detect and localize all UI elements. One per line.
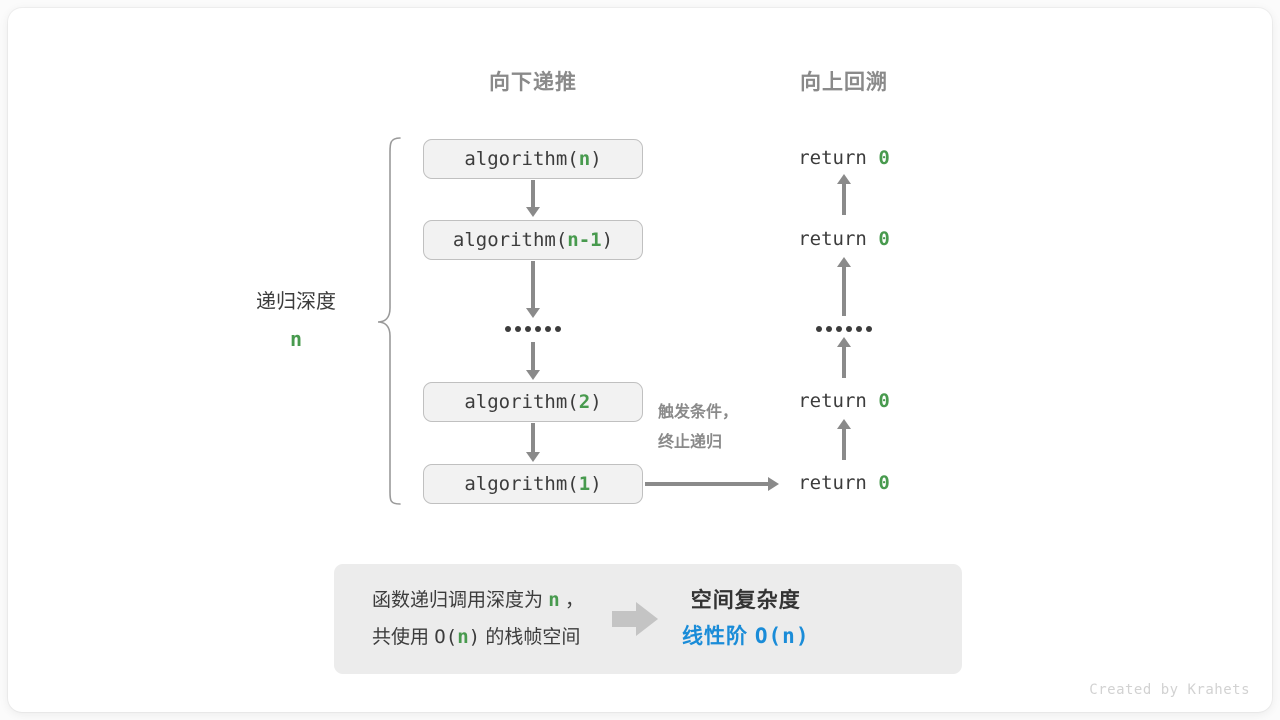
call-fn-name: algorithm( [452, 229, 568, 251]
return-keyword: return [798, 228, 867, 250]
arrow-base-case [645, 482, 769, 486]
return-label-1: return 0 [798, 228, 890, 250]
summary-line-2: 共使用 O(n) 的栈帧空间 [372, 619, 584, 656]
return-label-3: return 0 [798, 472, 890, 494]
return-value: 0 [878, 228, 890, 250]
arrow-up-2 [842, 346, 846, 378]
ellipsis-descend [505, 326, 561, 332]
arrow-up-0 [842, 183, 846, 215]
summary-line2-text-b: 的栈帧空间 [485, 627, 581, 648]
call-box-1[interactable]: algorithm(n-1) [423, 220, 643, 260]
complexity-value: 线性阶 O(n) [682, 619, 809, 655]
complexity-title: 空间复杂度 [690, 588, 801, 612]
summary-line1-text-b: ， [565, 589, 585, 611]
trigger-note-line2: 终止递归 [658, 434, 723, 452]
return-label-0: return 0 [798, 147, 890, 169]
summary-description: 函数递归调用深度为 n ， 共使用 O(n) 的栈帧空间 [372, 582, 584, 656]
summary-line2-paren: ) [468, 626, 481, 648]
call-fn-name: algorithm( [464, 148, 579, 170]
recursion-depth-brace [376, 136, 402, 511]
return-keyword: return [798, 390, 867, 412]
call-paren-close: ) [590, 391, 602, 413]
arrow-up-3 [842, 428, 846, 460]
call-box-3[interactable]: algorithm(1) [423, 464, 643, 504]
return-keyword: return [798, 147, 867, 169]
arrow-down-3 [531, 423, 535, 453]
arrow-down-0 [531, 180, 535, 208]
call-arg: n-1 [567, 229, 602, 251]
recursion-depth-value: n [289, 327, 303, 351]
summary-conclusion: 空间复杂度 线性阶 O(n) [682, 584, 809, 654]
call-paren-close: ) [601, 229, 614, 251]
call-box-0[interactable]: algorithm(n) [423, 139, 643, 179]
diagram-card: 向下递推 向上回溯 递归深度 n algorithm(n) algorithm(… [8, 8, 1272, 712]
call-paren-close: ) [590, 473, 602, 495]
summary-line1-text-a: 函数递归调用深度为 [372, 589, 544, 611]
block-right-arrow-icon [612, 602, 659, 636]
summary-line-1: 函数递归调用深度为 n ， [372, 582, 584, 619]
return-value: 0 [878, 390, 890, 412]
summary-line2-o: O( [434, 626, 458, 648]
summary-line1-n: n [548, 588, 560, 611]
curly-brace-icon [377, 137, 401, 505]
column-header-descend: 向下递推 [489, 71, 577, 94]
complexity-order-label: 线性阶 [682, 624, 749, 648]
return-value: 0 [878, 472, 890, 494]
call-paren-close: ) [590, 148, 602, 170]
trigger-note-line1: 触发条件， [658, 404, 739, 421]
summary-line2-n: n [457, 626, 469, 648]
return-keyword: return [798, 472, 867, 494]
summary-line2-text-a: 共使用 [372, 627, 430, 648]
call-arg: n [578, 148, 591, 170]
call-arg: 1 [578, 473, 591, 495]
return-value: 0 [878, 147, 890, 169]
column-header-ascend: 向上回溯 [800, 71, 888, 94]
complexity-order-expr: O(n) [754, 623, 810, 648]
recursion-depth-text: 递归深度 [256, 291, 336, 313]
call-fn-name: algorithm( [464, 391, 579, 413]
call-arg: 2 [578, 391, 591, 413]
trigger-condition-note: 触发条件， 终止递归 [658, 398, 738, 459]
call-fn-name: algorithm( [464, 473, 579, 495]
recursion-depth-label: 递归深度 n [256, 284, 336, 358]
arrow-down-2 [531, 342, 535, 371]
arrow-down-1 [531, 261, 535, 309]
return-label-2: return 0 [798, 390, 890, 412]
credit-footer: Created by Krahets [1089, 682, 1250, 698]
ellipsis-ascend [816, 326, 872, 332]
arrow-up-1 [842, 266, 846, 316]
complexity-summary-panel: 函数递归调用深度为 n ， 共使用 O(n) 的栈帧空间 空间复杂度 线性阶 [334, 564, 962, 674]
call-box-2[interactable]: algorithm(2) [423, 382, 643, 422]
